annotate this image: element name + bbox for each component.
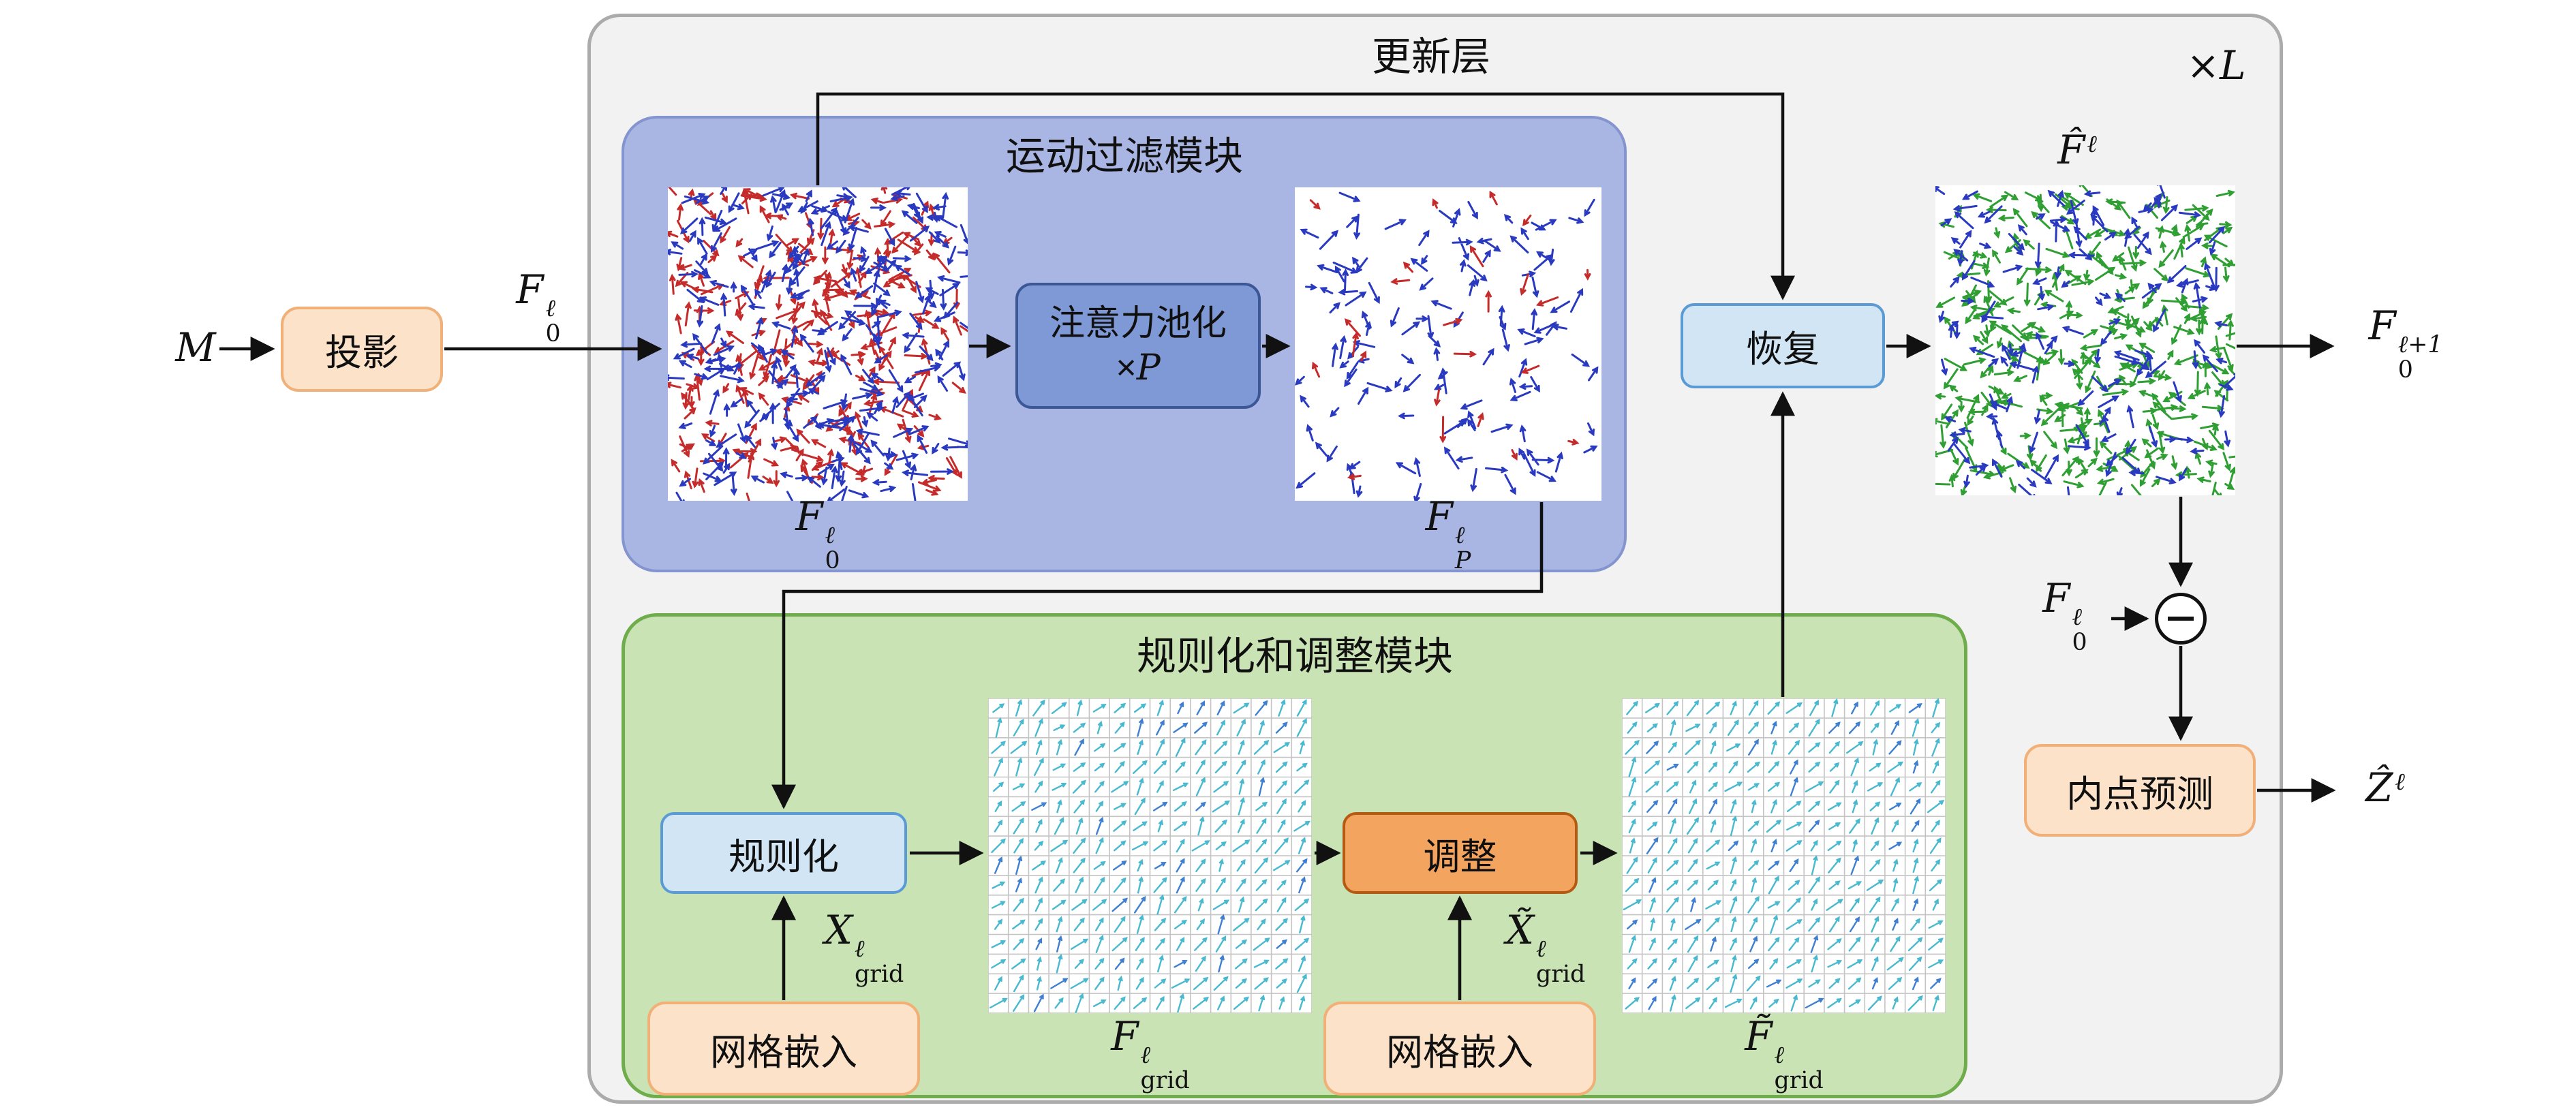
update-layer-title: 更新层 xyxy=(1371,35,1491,79)
label-m: M xyxy=(175,324,216,371)
inlier-prediction-box: 内点预测 xyxy=(2024,744,2256,837)
recover-box: 恢复 xyxy=(1681,303,1885,388)
regularize-box: 规则化 xyxy=(660,812,907,894)
grid-field-initial xyxy=(988,698,1312,1013)
regularize-adjust-module-title: 规则化和调整模块 xyxy=(1136,634,1454,679)
subtract-node xyxy=(2155,593,2207,645)
minus-icon xyxy=(2168,617,2194,621)
feature-image-f0 xyxy=(668,187,968,501)
motion-filter-module-title: 运动过滤模块 xyxy=(1005,134,1244,179)
recovered-image-fhat xyxy=(1935,185,2235,495)
grid-embed-box-b: 网格嵌入 xyxy=(1323,1002,1596,1096)
pooled-image-fp xyxy=(1295,187,1601,501)
grid-embed-box-a: 网格嵌入 xyxy=(647,1002,920,1096)
repeat-count-label: ×L xyxy=(2186,42,2246,89)
attention-pooling-box: 注意力池化 ×P xyxy=(1015,283,1261,409)
adjust-box: 调整 xyxy=(1343,812,1578,894)
label-zhat: Ẑℓ xyxy=(2365,764,2405,811)
label-fhat: F̂ℓ xyxy=(2057,127,2097,173)
grid-field-adjusted xyxy=(1622,698,1946,1013)
projection-box: 投影 xyxy=(281,307,443,392)
